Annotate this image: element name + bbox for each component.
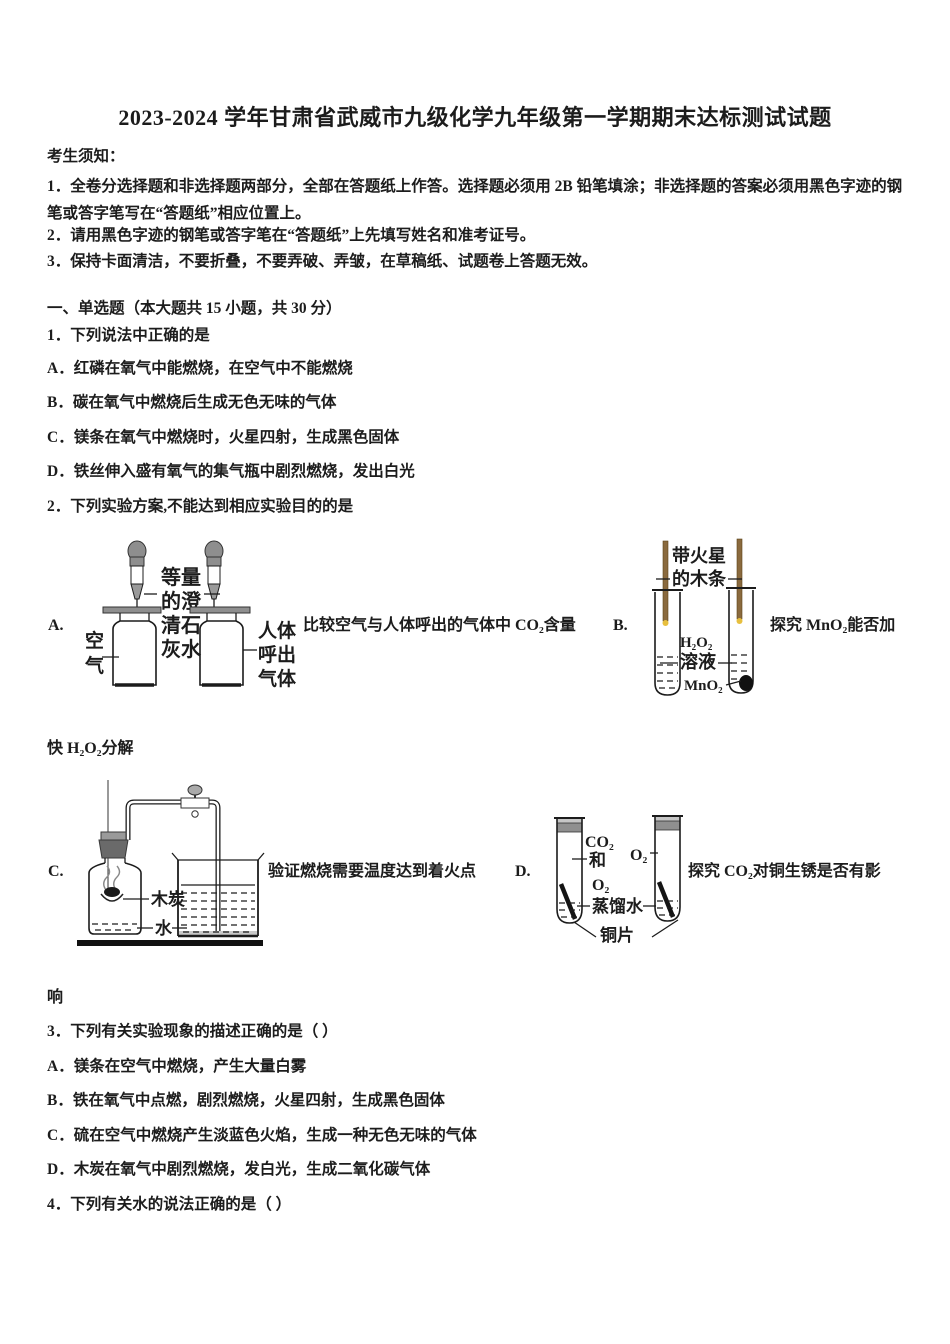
- svg-text:的木条: 的木条: [672, 568, 727, 589]
- svg-text:气: 气: [84, 654, 104, 677]
- svg-text:H₂O₂: H₂O₂: [680, 635, 713, 651]
- bottle-water-dashes: [92, 923, 137, 931]
- svg-text:空: 空: [85, 629, 104, 652]
- combustion-spoon: [100, 893, 124, 902]
- copper-strip: [558, 883, 578, 920]
- test-tube-o2: [652, 815, 683, 922]
- gas-bottle-air: [102, 606, 162, 687]
- solution-label-h2o2: H₂O₂ 溶液: [660, 635, 732, 672]
- gas-bottle-charcoal: [88, 831, 142, 935]
- bench-surface: [77, 940, 263, 946]
- figure-d-copper-tubes: CO₂ 和 O₂ O₂ 蒸馏水 铜片: [554, 815, 683, 945]
- svg-text:CO₂: CO₂: [585, 834, 614, 851]
- q3-stem: 3．下列有关实验现象的描述正确的是（ ）: [47, 1023, 338, 1040]
- copper-label: 铜片: [573, 919, 679, 945]
- mno2-clump: [739, 675, 753, 691]
- stopcock-valve-icon: [180, 784, 210, 818]
- page-title: 2023-2024 学年甘肃省武威市九级化学九年级第一学期期末达标测试试题: [118, 105, 832, 130]
- q1-option-c: C．镁条在氧气中燃烧时，火星四射，生成黑色固体: [47, 429, 400, 446]
- svg-text:MnO₂: MnO₂: [684, 678, 723, 694]
- svg-text:气体: 气体: [257, 667, 297, 690]
- q4-stem: 4．下列有关水的说法正确的是（ ）: [47, 1196, 292, 1213]
- svg-text:木炭: 木炭: [150, 889, 185, 909]
- q1-option-d: D．铁丝伸入盛有氧气的集气瓶中剧烈燃烧，发出白光: [47, 463, 415, 480]
- q2-stem: 2．下列实验方案,不能达到相应实验目的的是: [47, 498, 354, 515]
- section-heading: 一、单选题（本大题共 15 小题，共 30 分）: [47, 300, 342, 317]
- q2-option-d-caption-wrap: 响: [47, 989, 64, 1006]
- water-dashes: [559, 902, 580, 918]
- svg-text:和: 和: [589, 851, 606, 870]
- svg-text:水: 水: [155, 918, 173, 938]
- charcoal-lump: [104, 887, 120, 897]
- figure-b-h2o2-tubes: 带火星 的木条 H₂O₂ 溶液 MnO₂: [652, 538, 756, 696]
- beaker: [171, 852, 265, 938]
- notice-heading: 考生须知：: [47, 148, 125, 165]
- catalyst-label-mno2: MnO₂: [684, 678, 742, 694]
- svg-text:铜片: 铜片: [600, 925, 634, 945]
- water-dashes: [657, 900, 678, 916]
- q2-option-b-caption-wrap: 快 H₂O₂分解: [47, 740, 134, 757]
- gas-tube: [125, 799, 221, 931]
- charcoal-label: 木炭: [123, 889, 185, 909]
- test-tube: [652, 589, 683, 696]
- copper-strip: [656, 881, 676, 918]
- liquid-dashes: [657, 656, 678, 689]
- dropper-icon: [127, 540, 147, 608]
- q1-stem: 1．下列说法中正确的是: [47, 327, 210, 344]
- svg-text:蒸馏水: 蒸馏水: [592, 896, 644, 916]
- q2-option-c-caption: 验证燃烧需要温度达到着火点: [268, 863, 477, 880]
- q2-option-a-caption: 比较空气与人体呼出的气体中 CO₂含量: [303, 617, 576, 634]
- svg-text:溶液: 溶液: [680, 651, 717, 672]
- q3-option-a: A．镁条在空气中燃烧，产生大量白雾: [47, 1058, 307, 1075]
- svg-text:灰水: 灰水: [161, 637, 202, 661]
- bottle-label-air: 空 气: [84, 629, 104, 677]
- test-tube-co2-o2: [554, 817, 585, 924]
- q1-option-b: B．碳在氧气中燃烧后生成无色无味的气体: [47, 394, 337, 411]
- notice-item-1: 1．全卷分选择题和非选择题两部分，全部在答题纸上作答。选择题必须用 2B 铅笔填…: [47, 178, 903, 222]
- dropper-icon: [204, 540, 224, 608]
- beaker-water: [181, 884, 255, 933]
- smoke-squiggles: [103, 865, 121, 891]
- q2-option-d-label: D.: [515, 863, 531, 880]
- notice-item-2: 2．请用黑色字迹的钢笔或答字笔在“答题纸”上先填写姓名和准考证号。: [47, 227, 536, 244]
- right-gas-label: O₂: [630, 847, 658, 864]
- q2-option-b-label: B.: [613, 617, 628, 634]
- svg-text:人体: 人体: [258, 619, 297, 642]
- figure-c-ignition-setup: 木炭 水: [77, 780, 265, 946]
- q2-option-c-label: C.: [48, 863, 64, 880]
- gas-bottle-exhaled: [189, 606, 257, 687]
- q3-option-d: D．木炭在氧气中剧烈燃烧，发白光，生成二氧化碳气体: [47, 1161, 431, 1178]
- q2-option-b-caption: 探究 MnO₂能否加: [770, 617, 896, 634]
- test-tube: [726, 587, 756, 694]
- svg-text:O₂: O₂: [592, 877, 609, 894]
- bottle-label-exhaled-gas: 人体 呼出 气体: [257, 619, 297, 690]
- water-label: 水: [137, 918, 187, 938]
- figure-a-limewater-bottles: 等量 的澄 清石 灰水 空 气: [84, 540, 297, 690]
- distilled-water-label: 蒸馏水: [577, 896, 656, 916]
- svg-text:清石: 清石: [161, 613, 201, 637]
- q2-option-a-label: A.: [48, 617, 64, 634]
- svg-text:带火星: 带火星: [672, 546, 726, 566]
- q1-option-a: A．红磷在氧气中能燃烧，在空气中不能燃烧: [47, 360, 353, 377]
- q2-option-d-caption: 探究 CO₂对铜生锈是否有影: [688, 863, 881, 880]
- svg-text:O₂: O₂: [630, 847, 647, 864]
- q3-option-b: B．铁在氧气中点燃，剧烈燃烧，火星四射，生成黑色固体: [47, 1092, 445, 1109]
- splint-label: 带火星 的木条: [656, 546, 742, 589]
- q3-option-c: C．硫在空气中燃烧产生淡蓝色火焰，生成一种无色无味的气体: [47, 1127, 477, 1144]
- svg-text:等量: 等量: [161, 565, 201, 589]
- svg-text:呼出: 呼出: [258, 643, 296, 666]
- left-gas-label: CO₂ 和 O₂: [572, 834, 614, 894]
- notice-item-3: 3．保持卡面清洁，不要折叠，不要弄破、弄皱，在草稿纸、试题卷上答题无效。: [47, 253, 598, 270]
